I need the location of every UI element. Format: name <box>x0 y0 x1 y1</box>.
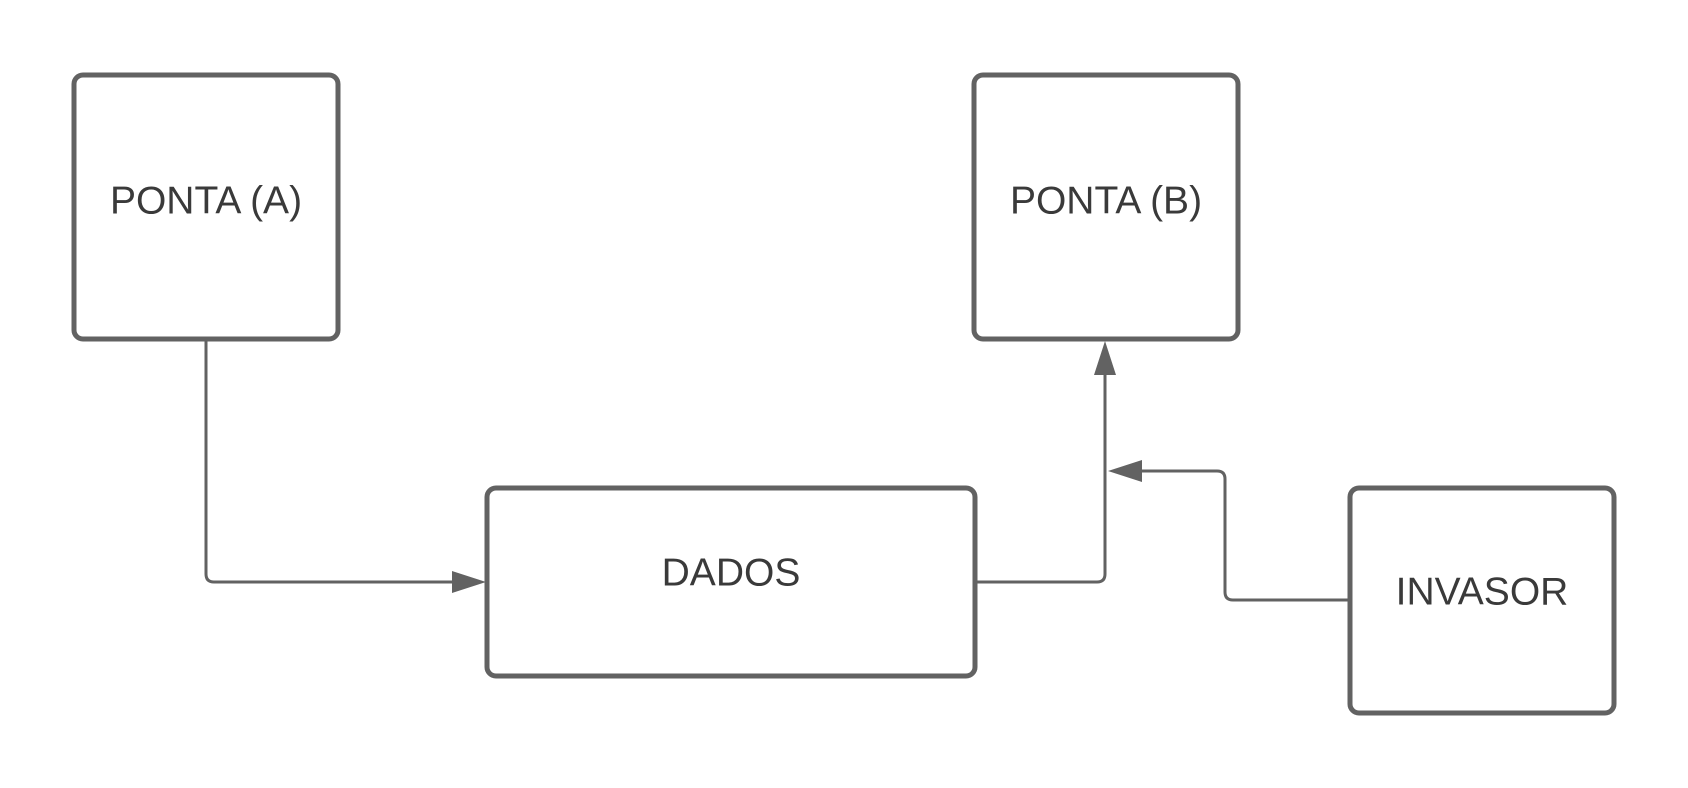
connector-invasor-to-link <box>1108 460 1350 602</box>
node-dados[interactable]: DADOS <box>484 485 978 679</box>
arrowhead-dados-left <box>452 571 486 593</box>
node-ponta-a[interactable]: PONTA (A) <box>71 72 341 342</box>
arrowhead-ponta-b-bottom <box>1094 341 1116 375</box>
node-invasor-label: INVASOR <box>1396 570 1569 613</box>
connector-ponta-a-to-dados <box>204 339 486 593</box>
node-ponta-b-label: PONTA (B) <box>1010 179 1202 222</box>
node-dados-label: DADOS <box>662 551 801 594</box>
node-ponta-a-label: PONTA (A) <box>110 179 302 222</box>
arrowhead-invasor-join <box>1108 460 1142 482</box>
node-invasor[interactable]: INVASOR <box>1347 485 1617 716</box>
node-ponta-b[interactable]: PONTA (B) <box>971 72 1241 342</box>
